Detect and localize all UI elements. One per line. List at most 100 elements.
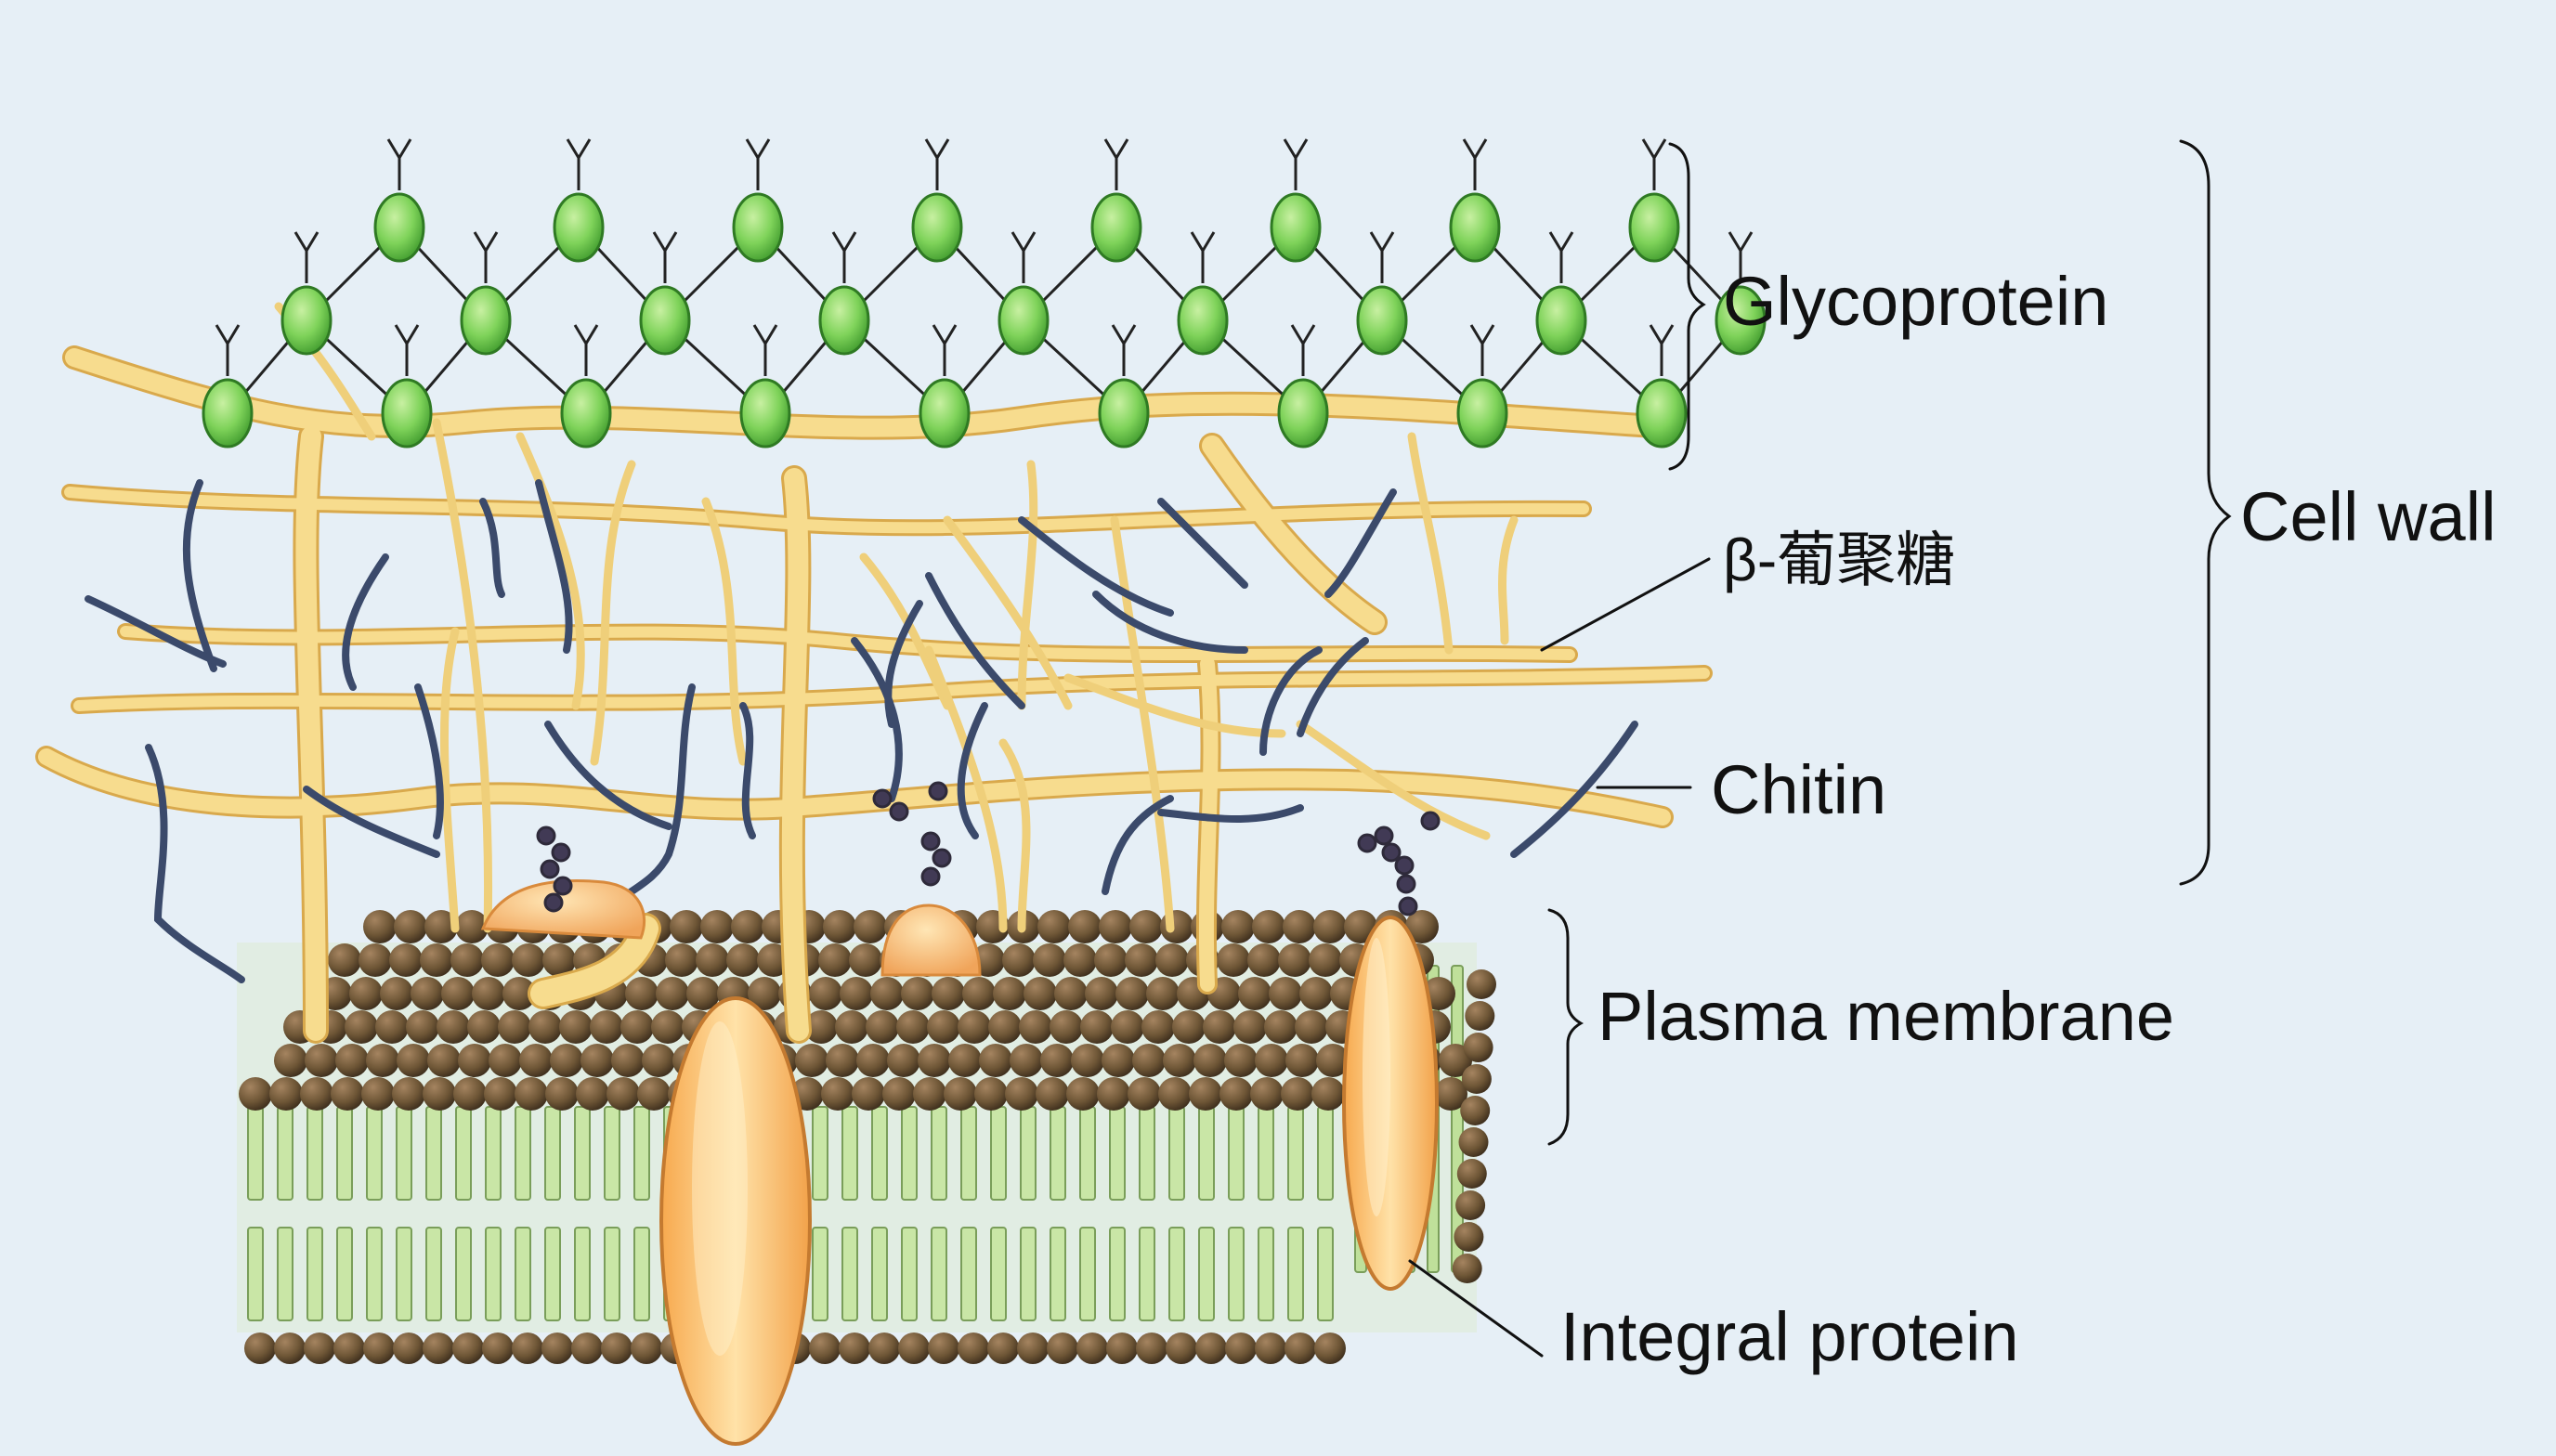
lipid-tail	[1198, 1106, 1215, 1201]
lipid-head	[411, 977, 444, 1010]
lipid-head	[1434, 1077, 1467, 1111]
lipid-tail	[1228, 1106, 1245, 1201]
lipid-head	[1309, 943, 1342, 977]
lipid-tail	[544, 1106, 561, 1201]
lipid-head	[1255, 1044, 1288, 1077]
beta-glucan-leader	[1540, 557, 1711, 652]
glycoprotein-bead	[1090, 192, 1142, 263]
lipid-head	[1146, 977, 1180, 1010]
lipid-head	[868, 1332, 900, 1364]
lipid-head	[1040, 1044, 1074, 1077]
lipid-head	[913, 1077, 946, 1111]
lipid-tail	[306, 1106, 323, 1201]
lipid-head	[1115, 977, 1149, 1010]
lipid-head	[1269, 977, 1302, 1010]
glyco-branch	[1652, 138, 1667, 159]
glycoprotein-layer	[202, 138, 1767, 448]
lipid-head	[1102, 1044, 1135, 1077]
glyco-branch	[943, 324, 958, 344]
lipid-head	[394, 910, 427, 943]
lipid-head	[389, 943, 423, 977]
lipid-tail	[336, 1227, 353, 1321]
lipid-head	[453, 1077, 487, 1111]
lipid-head	[335, 1044, 369, 1077]
glyco-branch	[386, 138, 401, 159]
lipid-head	[1233, 1010, 1267, 1044]
lipid-head	[795, 1044, 828, 1077]
glycoprotein-bead	[1177, 285, 1229, 356]
lipid-head	[1316, 1044, 1350, 1077]
lipid-head	[481, 943, 515, 977]
lipid-tail	[1287, 1227, 1304, 1321]
lipid-head	[1076, 1332, 1108, 1364]
glycoprotein-bead	[1277, 378, 1329, 448]
cell-wall-fibers	[35, 302, 1713, 1044]
lipid-head	[1278, 943, 1311, 977]
glycoprotein-bead	[280, 285, 333, 356]
lipid-head	[1033, 943, 1066, 977]
lipid-head	[1141, 1010, 1175, 1044]
glycoprotein-bead	[1270, 192, 1322, 263]
lipid-head	[345, 1010, 378, 1044]
glyco-branch	[1462, 138, 1477, 159]
lipid-head	[1221, 910, 1255, 943]
sugar-chain	[1357, 811, 1441, 916]
lipid-tail	[1287, 1106, 1304, 1201]
lipid-tail	[841, 1227, 858, 1321]
lipid-head	[1166, 1332, 1197, 1364]
lipid-head	[988, 1010, 1022, 1044]
lipid-head	[1068, 910, 1102, 943]
glycoprotein-bead	[639, 285, 691, 356]
lipid-head	[1281, 1077, 1314, 1111]
lipid-head	[866, 1010, 899, 1044]
glyco-branch	[1111, 324, 1126, 344]
lipid-tail	[1317, 1227, 1334, 1321]
lipid-head	[571, 1332, 603, 1364]
lipid-head	[1467, 969, 1496, 999]
lipid-tail	[1139, 1227, 1155, 1321]
lipid-tail	[990, 1227, 1007, 1321]
lipid-head	[1460, 1096, 1491, 1125]
lipid-head	[1125, 943, 1158, 977]
glycoprotein-brace	[1668, 142, 1706, 471]
lipid-head	[1405, 910, 1439, 943]
lipid-head	[854, 910, 887, 943]
lipid-head	[835, 1010, 868, 1044]
glyco-branch	[1548, 231, 1563, 252]
lipid-head	[393, 1332, 424, 1364]
glyco-branch	[1559, 231, 1574, 252]
lipid-head	[882, 1077, 916, 1111]
glyco-branch	[745, 138, 760, 159]
glycoprotein-bead	[739, 378, 791, 448]
lipid-head	[420, 943, 453, 977]
lipid-head	[1172, 1010, 1206, 1044]
lipid-tail	[960, 1227, 977, 1321]
glyco-branch	[932, 324, 946, 344]
lipid-head	[1455, 1190, 1486, 1220]
lipid-tail	[1109, 1227, 1126, 1321]
lipid-tail	[247, 1227, 264, 1321]
lipid-tail	[1168, 1106, 1185, 1201]
glycoprotein-bead	[1636, 378, 1688, 448]
lipid-head	[1085, 977, 1118, 1010]
lipid-tail	[574, 1227, 591, 1321]
glycoprotein-bead	[1356, 285, 1408, 356]
lipid-head	[1283, 910, 1316, 943]
lipid-tail	[871, 1227, 888, 1321]
lipid-head	[1163, 1044, 1196, 1077]
lipid-head	[1158, 1077, 1192, 1111]
lipid-head	[300, 1077, 333, 1111]
lipid-head	[839, 1332, 870, 1364]
lipid-head	[1017, 1332, 1049, 1364]
lipid-head	[826, 1044, 859, 1077]
lipid-head	[962, 977, 996, 1010]
lipid-tail	[990, 1106, 1007, 1201]
lipid-head	[512, 1332, 543, 1364]
glycoprotein-bead	[1535, 285, 1587, 356]
lipid-tail	[366, 1227, 383, 1321]
lipid-head	[545, 1077, 579, 1111]
lipid-head	[1217, 943, 1250, 977]
glycoprotein-bead	[1628, 192, 1680, 263]
glyco-branch	[1369, 231, 1384, 252]
